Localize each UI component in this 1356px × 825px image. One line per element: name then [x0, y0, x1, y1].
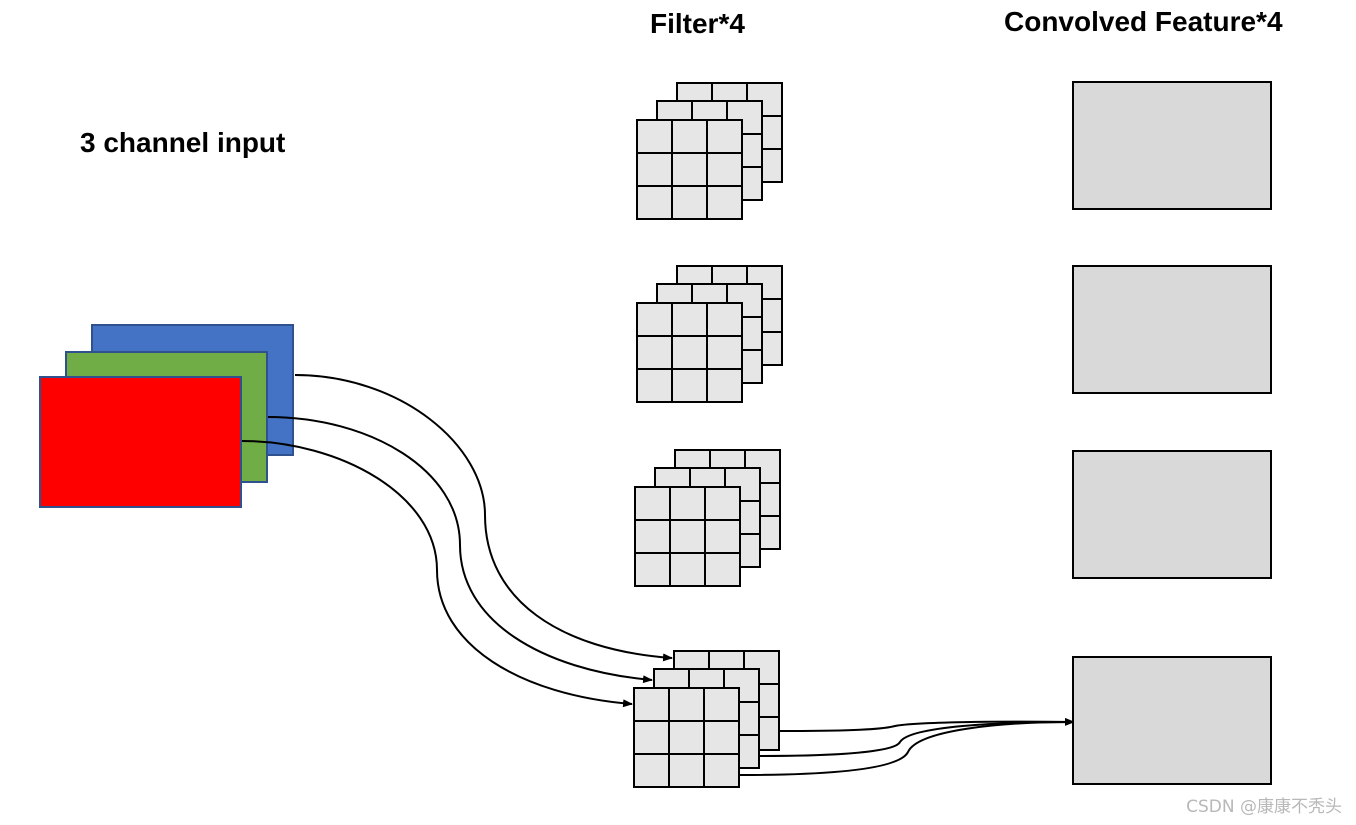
output-connection-2 — [757, 721, 1073, 757]
filter-cell — [706, 185, 743, 220]
filter-layer — [636, 302, 743, 403]
filter-3 — [634, 449, 781, 587]
convolved-feature-2 — [1072, 265, 1272, 394]
filter-cell — [744, 449, 781, 484]
filter-cell — [706, 152, 743, 187]
connection-red — [241, 440, 633, 708]
filters — [633, 82, 783, 788]
convolved-feature-3 — [1072, 450, 1272, 579]
channel-red — [39, 376, 242, 508]
filter-cell — [636, 119, 673, 154]
connection-green — [267, 416, 653, 684]
filter-cell — [671, 335, 708, 370]
filter-cell — [726, 100, 763, 135]
filter-cell — [703, 687, 740, 722]
filter-cell — [704, 519, 741, 554]
filter-cell — [669, 519, 706, 554]
filter-cell — [669, 486, 706, 521]
input-channels — [39, 324, 294, 508]
filter-cell — [668, 720, 705, 755]
filter-cell — [671, 185, 708, 220]
filter-cell — [634, 552, 671, 587]
filter-cell — [668, 687, 705, 722]
filter-layer — [634, 486, 741, 587]
filter-cell — [671, 152, 708, 187]
input-label: 3 channel input — [80, 127, 286, 158]
filter-1 — [636, 82, 783, 220]
filter-cell — [636, 302, 673, 337]
filter-cell — [706, 368, 743, 403]
output-connections — [739, 717, 1075, 776]
filter-cell — [704, 486, 741, 521]
filter-layer — [633, 687, 740, 788]
filter-cell — [634, 486, 671, 521]
filter-cell — [703, 753, 740, 788]
filter-cell — [706, 119, 743, 154]
output-connection-3 — [739, 721, 1073, 776]
filter-4 — [633, 650, 780, 788]
filter-cell — [636, 185, 673, 220]
filter-cell — [671, 119, 708, 154]
convolved-feature-4 — [1072, 656, 1272, 785]
input-connections — [241, 374, 673, 708]
filter-layer — [636, 119, 743, 220]
filter-cell — [633, 687, 670, 722]
filter-cell — [636, 335, 673, 370]
filter-cell — [636, 368, 673, 403]
filter-cell — [704, 552, 741, 587]
filter-cell — [706, 335, 743, 370]
filter-cell — [669, 552, 706, 587]
filter-cell — [668, 753, 705, 788]
watermark: CSDN @康康不秃头 — [1186, 797, 1342, 817]
filter-cell — [706, 302, 743, 337]
filter-cell — [636, 152, 673, 187]
filter-2 — [636, 265, 783, 403]
filter-cell — [703, 720, 740, 755]
filter-cell — [633, 753, 670, 788]
convolved-feature-1 — [1072, 81, 1272, 210]
filter-label: Filter*4 — [650, 8, 745, 39]
filter-cell — [634, 519, 671, 554]
filter-cell — [671, 302, 708, 337]
filter-cell — [671, 368, 708, 403]
output-connection-1 — [777, 717, 1075, 732]
connection-blue — [294, 374, 673, 662]
convolved-feature-label: Convolved Feature*4 — [1004, 6, 1283, 37]
filter-cell — [633, 720, 670, 755]
